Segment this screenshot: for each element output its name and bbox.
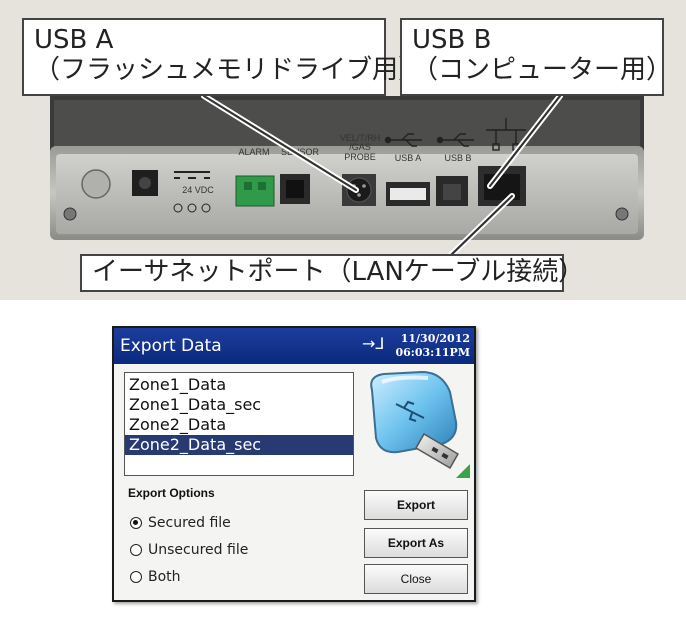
- mounting-knob: [81, 169, 111, 199]
- usb-connected-icon: →⅃: [362, 334, 385, 353]
- alarm-terminal: [235, 175, 275, 207]
- callout-usb-a: USB A （フラッシュメモリドライブ用）: [22, 18, 425, 96]
- label-probe: VEL/T/RH /GAS PROBE: [339, 133, 381, 162]
- callout-usb-b: USB B （コンピューター用）: [400, 18, 673, 96]
- export-as-button[interactable]: Export As: [364, 528, 468, 558]
- file-list-item[interactable]: Zone2_Data: [129, 415, 227, 434]
- label-usb-a: USB A: [394, 153, 422, 163]
- radio-label: Unsecured file: [148, 542, 249, 558]
- label-usb-b: USB B: [444, 153, 472, 163]
- radio-label: Secured file: [148, 515, 231, 531]
- label-alarm: ALARM: [238, 147, 270, 157]
- file-list-item[interactable]: Zone1_Data: [129, 375, 227, 394]
- file-list-item[interactable]: Zone1_Data_sec: [129, 395, 262, 414]
- screw-left: [63, 207, 77, 221]
- file-list-item-selected[interactable]: Zone2_Data_sec: [125, 435, 353, 455]
- radio-unchecked-icon[interactable]: [130, 571, 142, 583]
- radio-label: Both: [148, 569, 181, 585]
- label-24vdc: 24 VDC: [182, 185, 214, 195]
- usb-drive-icon: [370, 370, 470, 478]
- dialog-title: Export Data: [120, 336, 222, 356]
- callout-usb-a-desc: （フラッシュメモリドライブ用）: [34, 54, 425, 85]
- radio-unsecured-file[interactable]: Unsecured file: [130, 539, 248, 561]
- radio-checked-icon[interactable]: [130, 517, 142, 529]
- close-button[interactable]: Close: [364, 564, 468, 594]
- callout-usb-b-desc: （コンピューター用）: [412, 54, 673, 85]
- callout-usb-b-title: USB B: [412, 25, 492, 55]
- file-list[interactable]: Zone1_Data Zone1_Data_sec Zone2_Data Zon…: [124, 372, 354, 476]
- device-rear-panel: [50, 96, 644, 240]
- export-button[interactable]: Export: [364, 490, 468, 520]
- screw-right: [615, 207, 629, 221]
- export-options-heading: Export Options: [128, 486, 215, 500]
- callout-usb-a-title: USB A: [34, 25, 114, 55]
- export-data-dialog: Export Data →⅃ 11/30/2012 06:03:11PM Zon…: [112, 326, 476, 602]
- dialog-time: 06:03:11PM: [395, 346, 471, 359]
- radio-unchecked-icon[interactable]: [130, 544, 142, 556]
- radio-secured-file[interactable]: Secured file: [130, 512, 231, 534]
- dialog-title-bar: Export Data →⅃ 11/30/2012 06:03:11PM: [114, 328, 474, 364]
- dialog-date: 11/30/2012: [400, 332, 470, 345]
- radio-both[interactable]: Both: [130, 566, 181, 588]
- callout-ethernet: イーサネットポート（LANケーブル接続）: [80, 254, 584, 292]
- callout-leader-lines: [201, 93, 563, 259]
- device-photo-panel: 24 VDC ALARM SENSOR VEL/T/RH /GAS PROBE …: [0, 0, 686, 300]
